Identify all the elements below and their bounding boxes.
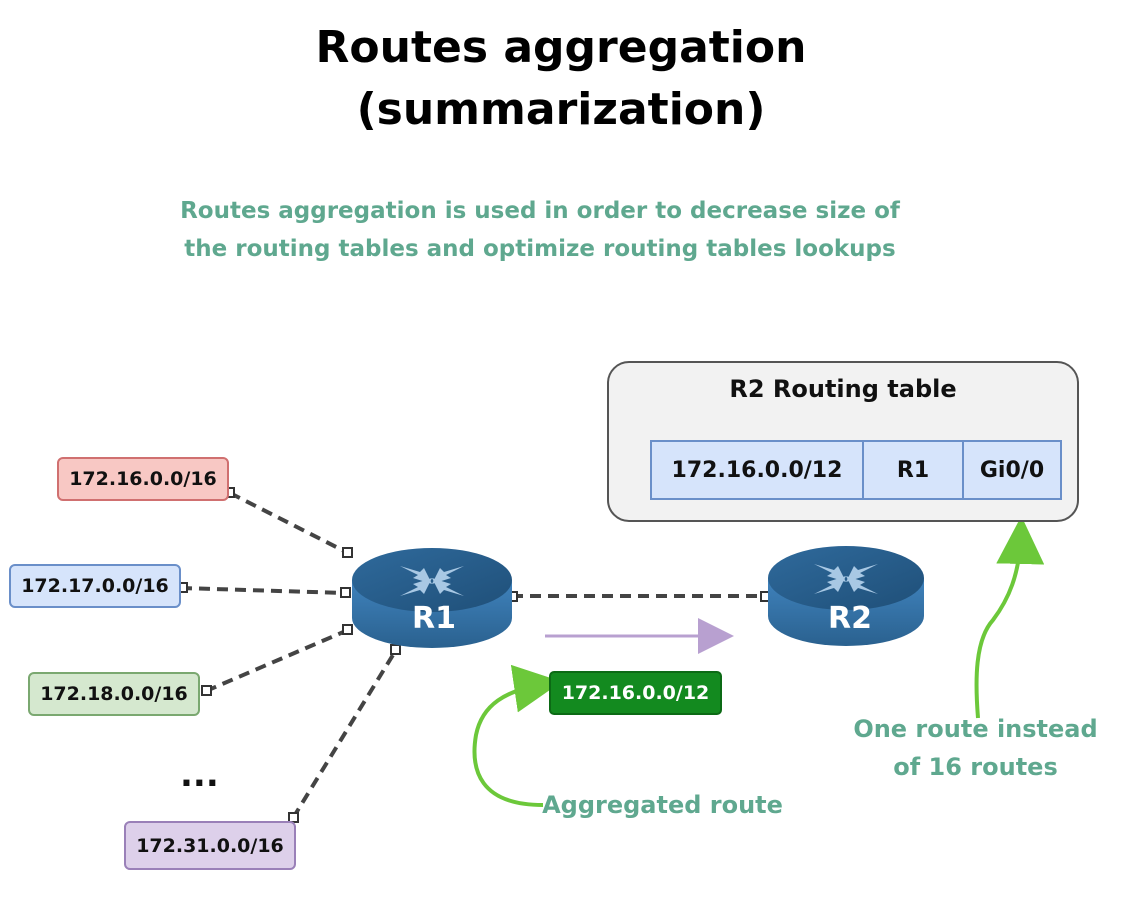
- routing-table-title: R2 Routing table: [729, 375, 957, 403]
- routing-table-interface: Gi0/0: [979, 457, 1045, 483]
- aggregated-route-note: Aggregated route: [542, 791, 783, 819]
- network-172-17: 172.17.0.0/16: [9, 564, 181, 608]
- link-net3-r1: [205, 628, 349, 693]
- subtitle: Routes aggregation is used in order to d…: [180, 198, 900, 262]
- link-net2-r1: [180, 586, 346, 595]
- router-r2-icon: [768, 546, 924, 646]
- router-r2-label: R2: [828, 601, 872, 636]
- routing-table-prefix: 172.16.0.0/12: [652, 442, 864, 498]
- network-label: 172.31.0.0/16: [136, 834, 284, 857]
- link-net4-r1: [291, 648, 398, 820]
- network-label: 172.17.0.0/16: [21, 575, 169, 597]
- routing-table-next-hop: R1: [864, 442, 964, 498]
- network-172-31: 172.31.0.0/16: [124, 821, 296, 870]
- link-net1-r1: [229, 491, 349, 555]
- ellipsis: ...: [180, 755, 219, 795]
- one-route-note-line2: of 16 routes: [893, 753, 1058, 781]
- page-title-line1: Routes aggregation: [315, 22, 807, 73]
- one-route-note-line1: One route instead: [853, 715, 1098, 743]
- routing-table-row: 172.16.0.0/12 R1 Gi0/0: [650, 440, 1062, 500]
- network-label: 172.16.0.0/16: [69, 468, 217, 490]
- network-172-16: 172.16.0.0/16: [57, 457, 229, 501]
- aggregated-prefix-box: 172.16.0.0/12: [549, 671, 722, 715]
- routing-table-panel: R2 Routing table 172.16.0.0/12 R1 Gi0/0: [607, 361, 1079, 522]
- one-route-arrow: [974, 516, 1045, 719]
- router-r1-label: R1: [412, 601, 456, 636]
- network-172-18: 172.18.0.0/16: [28, 672, 200, 716]
- aggregated-route-arrow: [472, 664, 562, 807]
- page-title-line2: (summarization): [356, 84, 766, 135]
- network-label: 172.18.0.0/16: [40, 683, 188, 705]
- router-r1-icon: [352, 548, 512, 648]
